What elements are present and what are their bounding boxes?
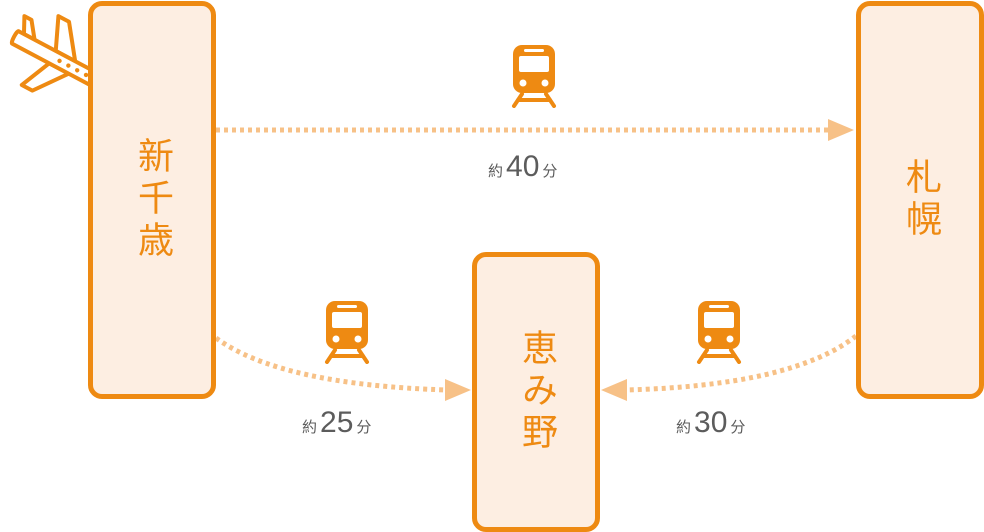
duration-shinchitose-sapporo: 約 40 分 — [488, 150, 557, 184]
train-icon — [697, 301, 741, 364]
duration-unit: 分 — [730, 418, 746, 436]
duration-unit: 分 — [542, 162, 558, 180]
arrow-head-eniwa-left — [445, 379, 471, 401]
route-line-sapporo-eniwa — [623, 334, 858, 393]
train-icon — [512, 45, 556, 108]
duration-value: 30 — [694, 406, 728, 439]
duration-value: 25 — [320, 406, 354, 439]
duration-unit: 分 — [356, 418, 372, 436]
duration-shinchitose-eniwa: 約 25 分 — [302, 406, 371, 440]
station-label-eniwa: 恵み野 — [516, 329, 557, 455]
route-line-shinchitose-eniwa — [214, 335, 449, 393]
station-label-sapporo: 札幌 — [900, 158, 941, 242]
duration-approx: 約 — [676, 418, 692, 436]
station-sapporo: 札幌 — [856, 1, 984, 399]
station-label-shinchitose: 新千歳 — [132, 137, 173, 263]
duration-sapporo-eniwa: 約 30 分 — [676, 406, 745, 440]
duration-approx: 約 — [488, 162, 504, 180]
arrow-head-sapporo — [828, 119, 854, 141]
duration-approx: 約 — [302, 418, 318, 436]
train-icon — [325, 301, 369, 364]
arrow-head-eniwa-right — [601, 379, 627, 401]
station-shinchitose: 新千歳 — [88, 1, 216, 399]
station-eniwa: 恵み野 — [472, 252, 600, 532]
duration-value: 40 — [506, 150, 540, 183]
